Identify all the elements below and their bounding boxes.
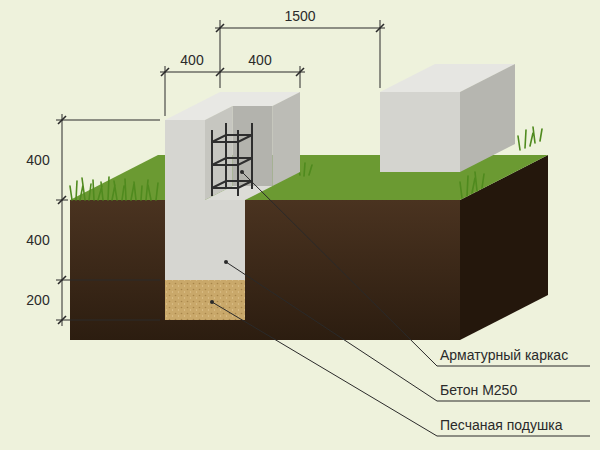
leader-lines	[212, 172, 590, 436]
dimension-label: 400	[26, 152, 49, 168]
callout-label: Арматурный каркас	[440, 347, 568, 363]
second-pillar	[380, 64, 515, 172]
dimension-label: 1500	[284, 8, 315, 24]
soil-front	[70, 200, 460, 340]
cutaway-pillar	[165, 92, 300, 280]
callout-label: Бетон М250	[440, 382, 517, 398]
dimension-lines	[56, 20, 385, 326]
dimension-label: 400	[248, 52, 271, 68]
rebar-cage	[212, 123, 252, 196]
callout-label: Песчаная подушка	[440, 417, 562, 433]
dimension-label: 400	[180, 52, 203, 68]
leader-dots	[210, 170, 244, 304]
dimension-label: 400	[26, 232, 49, 248]
dimension-ticks	[58, 24, 384, 324]
dimension-label: 200	[26, 292, 49, 308]
